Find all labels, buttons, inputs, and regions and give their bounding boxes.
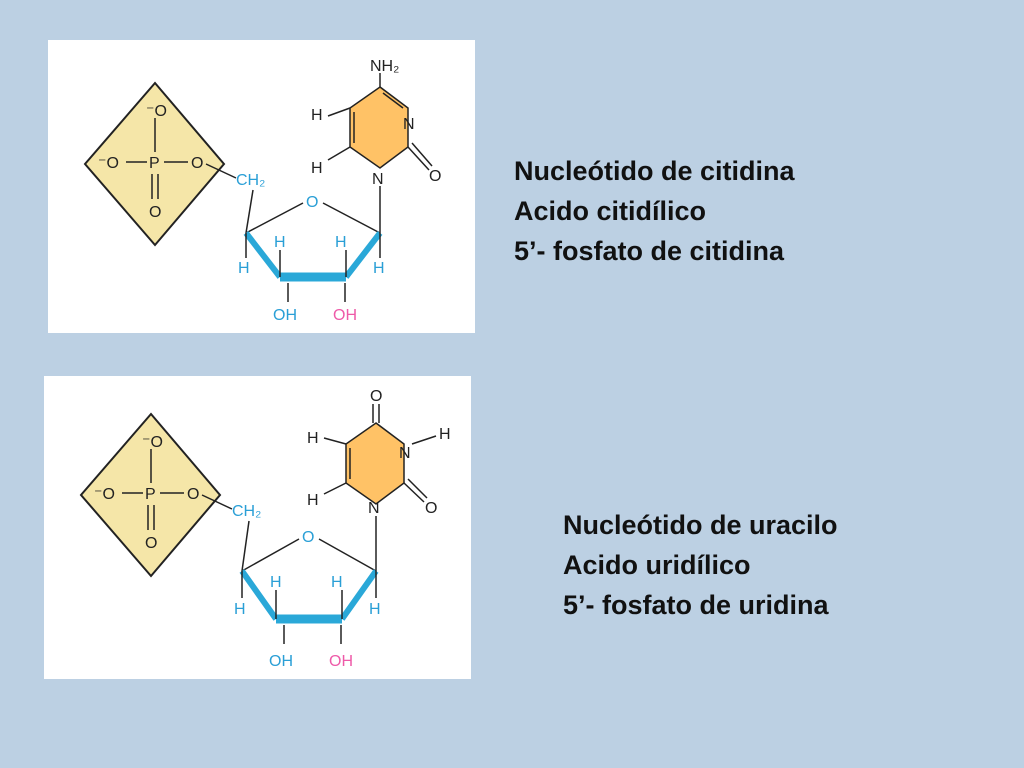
bond-c6-h — [327, 146, 351, 161]
uridine-nucleotide-structure: ⁻O ⁻O P O O CH₂ O H H H H OH OH — [44, 376, 471, 679]
phosphate-p: P — [149, 155, 160, 172]
ring-bond-c4-c3 — [239, 569, 279, 621]
ch2-label: CH₂ — [232, 503, 261, 520]
ring-bond-c2-c1 — [343, 231, 383, 279]
cytidine-acid-name: Acido citidílico — [514, 196, 707, 226]
bond-c2-o-a — [407, 146, 430, 171]
phosphate-o-right: O — [187, 486, 199, 503]
uridine-description: Nucleótido de uracilo Acido uridílico 5’… — [563, 505, 838, 625]
bond-c5-h — [327, 107, 351, 117]
n1-label: N — [372, 171, 384, 188]
cytidine-structure-svg: ⁻O ⁻O P O O CH₂ O H H H H OH OH — [83, 58, 441, 324]
n3-label: N — [403, 116, 415, 133]
h-c1: H — [369, 601, 381, 618]
o-c2-label: O — [429, 168, 441, 185]
h-n3: H — [439, 426, 451, 443]
uridine-structure-svg: ⁻O ⁻O P O O CH₂ O H H H H OH OH — [79, 388, 451, 670]
h-c4: H — [234, 601, 246, 618]
h-c4: H — [238, 260, 250, 277]
h-c2: H — [335, 234, 347, 251]
h-c3: H — [274, 234, 286, 251]
bond-o-ch2 — [201, 494, 233, 510]
uracil-ring — [345, 422, 405, 505]
n1-label: N — [368, 500, 380, 517]
oh-c3: OH — [269, 653, 293, 670]
phosphate-o-left: ⁻O — [98, 155, 119, 172]
amino-group: NH₂ — [370, 58, 399, 75]
uridine-phosphate-name: 5’- fosfato de uridina — [563, 590, 829, 620]
bond-c2-o-a — [403, 482, 425, 503]
ring-oxygen: O — [306, 194, 318, 211]
h-c6: H — [307, 492, 319, 509]
cytidine-name: Nucleótido de citidina — [514, 156, 795, 186]
phosphate-o-right: O — [191, 155, 203, 172]
ring-bond-c2-c1 — [339, 569, 379, 621]
cytosine-ring — [349, 86, 409, 169]
h-c5: H — [307, 430, 319, 447]
h-c5: H — [311, 107, 323, 124]
phosphate-o-top: ⁻O — [146, 103, 167, 120]
bond-c5-h — [323, 437, 347, 445]
o-c4-label: O — [370, 388, 382, 405]
h-c6: H — [311, 160, 323, 177]
cytidine-nucleotide-structure: ⁻O ⁻O P O O CH₂ O H H H H OH OH — [48, 40, 475, 333]
ring-bond-c4-c3 — [243, 231, 283, 279]
ch2-label: CH₂ — [236, 172, 265, 189]
bond-c6-h — [323, 482, 347, 495]
h-c2: H — [331, 574, 343, 591]
ring-oxygen: O — [302, 529, 314, 546]
bond-ch2-c4 — [241, 520, 250, 572]
ring-double-bond-c4-n3 — [382, 92, 404, 109]
o-c2-label: O — [425, 500, 437, 517]
phosphate-o-left: ⁻O — [94, 486, 115, 503]
ring-bond-c4-o — [245, 202, 304, 234]
cytidine-phosphate-name: 5’- fosfato de citidina — [514, 236, 785, 266]
phosphate-o-bottom: O — [149, 204, 161, 221]
uridine-name: Nucleótido de uracilo — [563, 510, 838, 540]
oh-c2: OH — [329, 653, 353, 670]
bond-c2-o-b — [411, 142, 433, 167]
bond-n3-h — [411, 435, 437, 445]
cytidine-description: Nucleótido de citidina Acido citidílico … — [514, 151, 795, 271]
h-c3: H — [270, 574, 282, 591]
ring-bond-o-c1 — [318, 538, 377, 572]
bond-o-ch2 — [205, 163, 237, 179]
ring-bond-o-c1 — [322, 202, 381, 234]
phosphate-group-diamond — [83, 81, 226, 247]
phosphate-o-top: ⁻O — [142, 434, 163, 451]
bond-ch2-c4 — [245, 189, 254, 234]
n3-label: N — [399, 445, 411, 462]
ring-bond-c4-o — [241, 538, 300, 572]
oh-c2: OH — [333, 307, 357, 324]
oh-c3: OH — [273, 307, 297, 324]
uridine-acid-name: Acido uridílico — [563, 550, 751, 580]
phosphate-group-diamond — [79, 412, 222, 578]
phosphate-p: P — [145, 486, 156, 503]
phosphate-o-bottom: O — [145, 535, 157, 552]
bond-c2-o-b — [407, 478, 428, 499]
h-c1: H — [373, 260, 385, 277]
